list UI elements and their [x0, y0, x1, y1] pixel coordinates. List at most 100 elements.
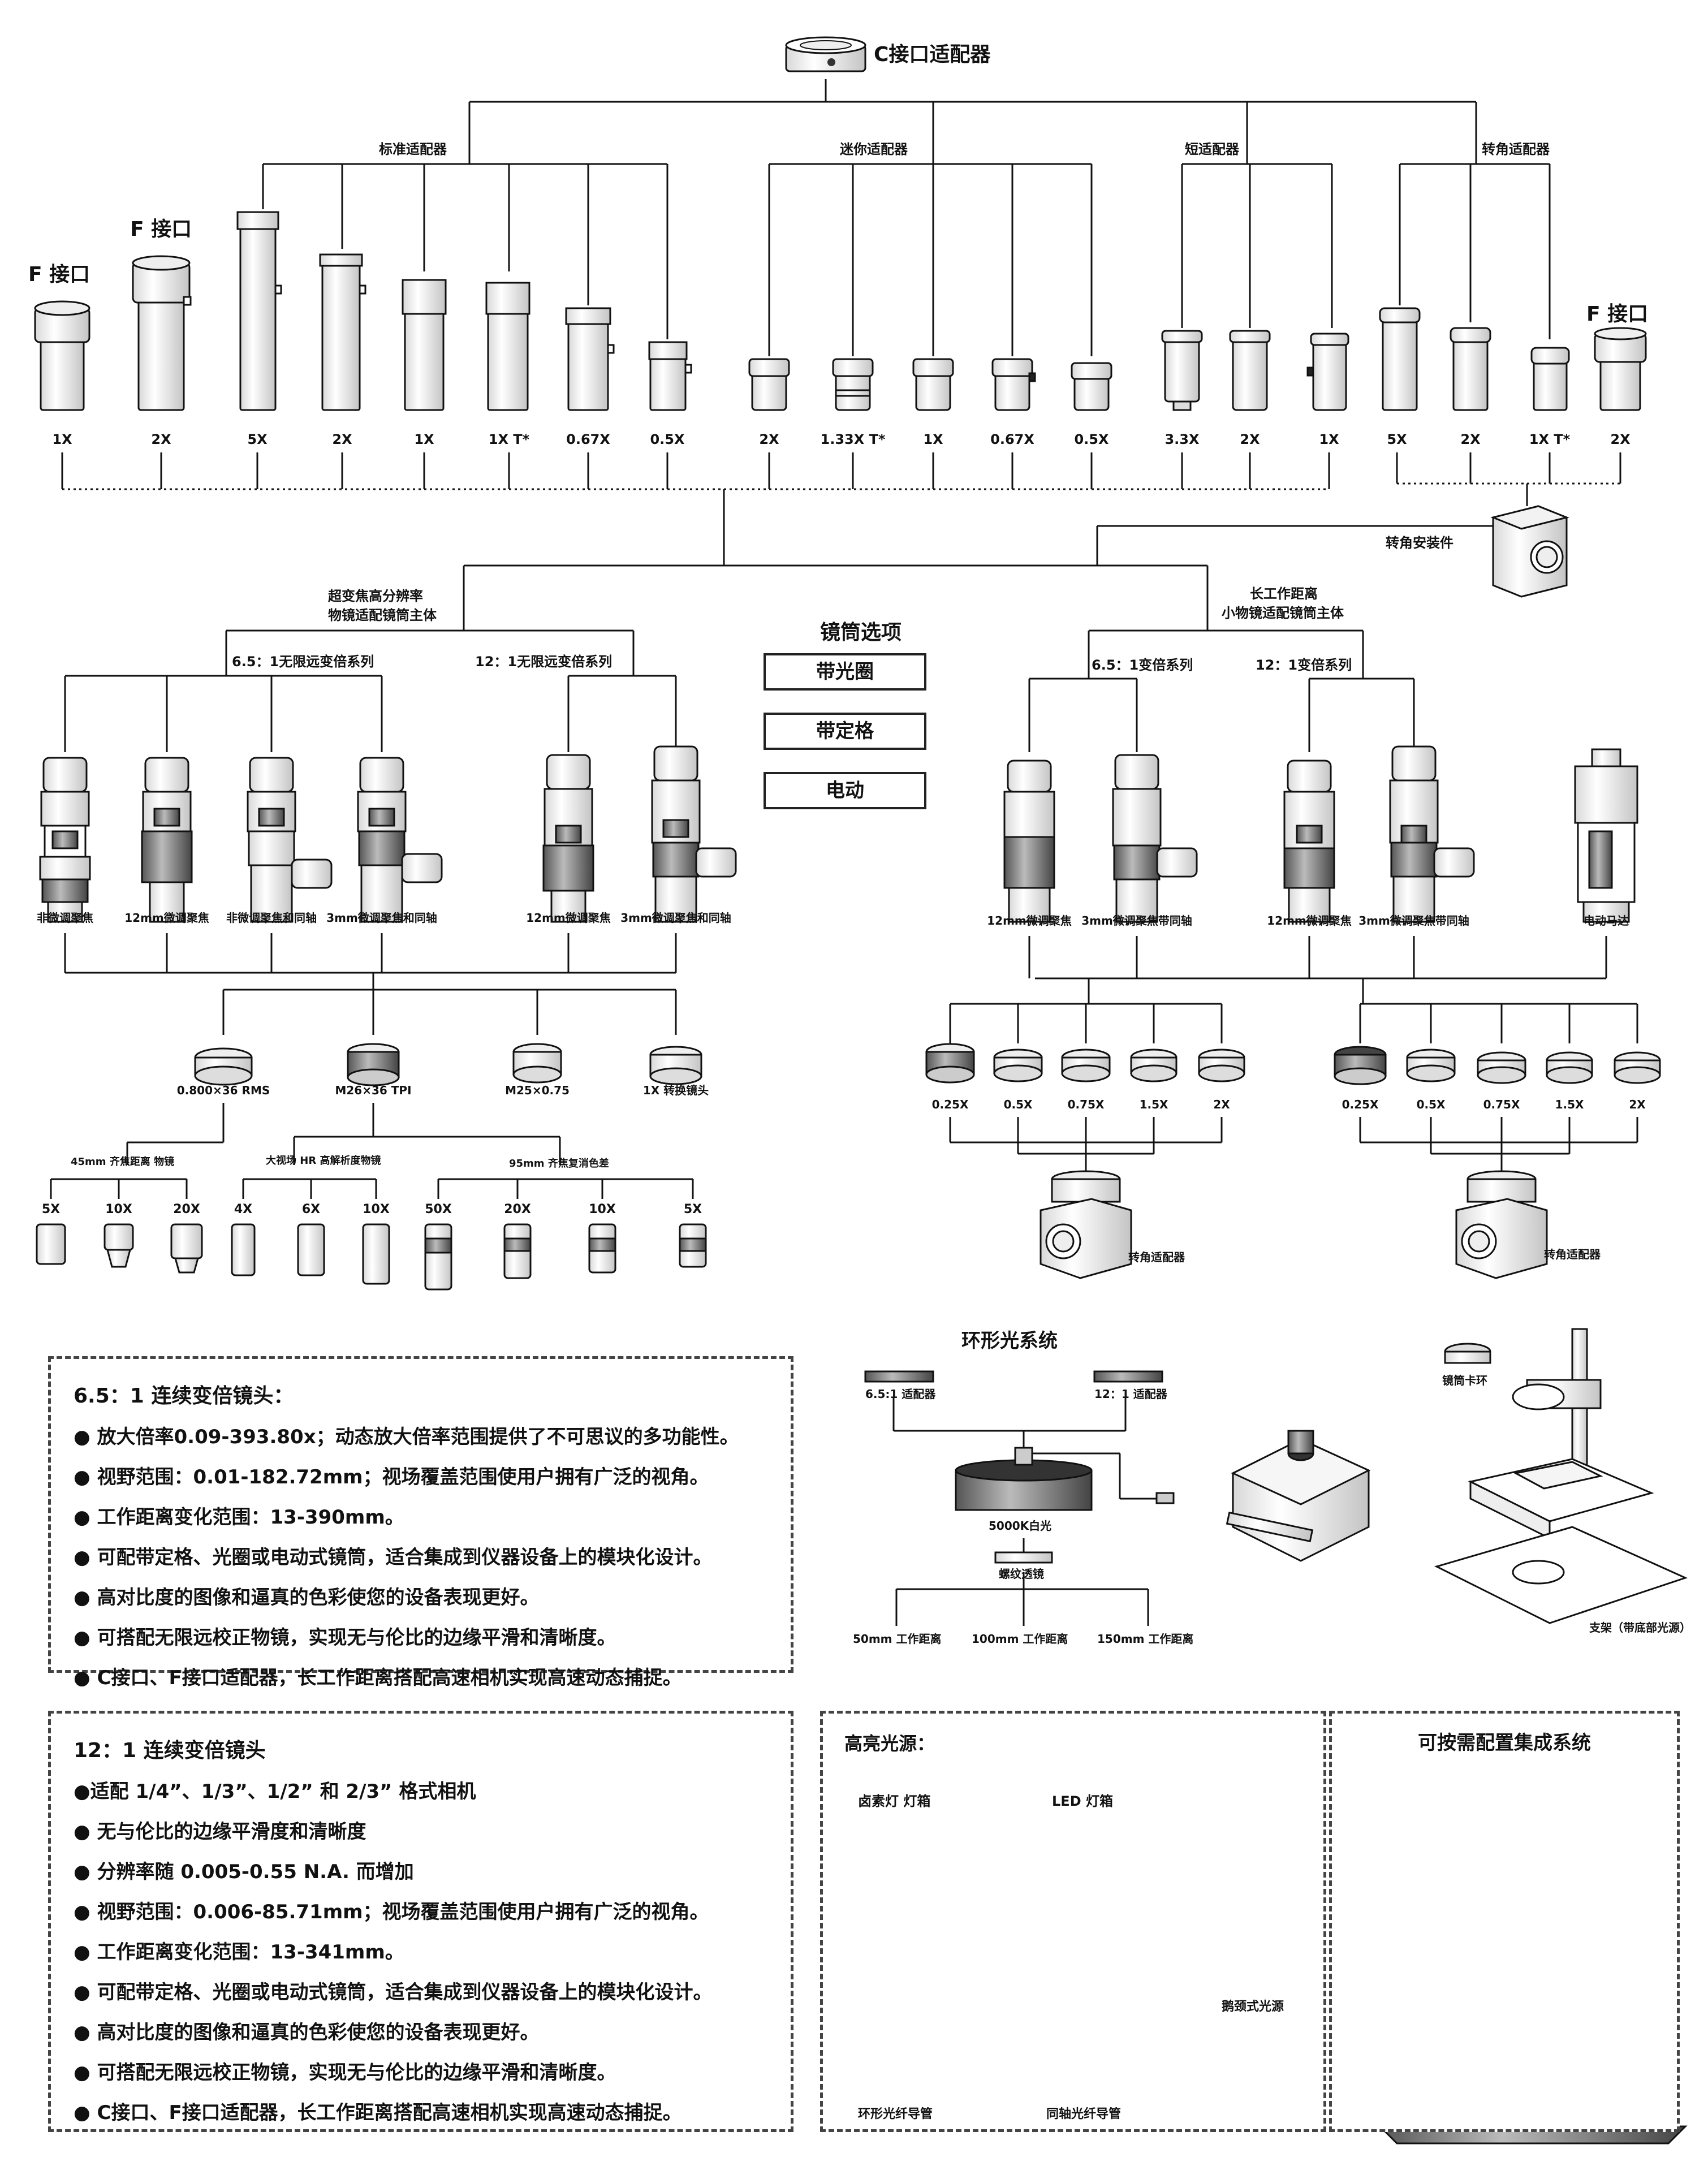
- aux-left-label: 2X: [1213, 1098, 1230, 1111]
- adapter-label: 5X: [247, 432, 268, 447]
- aux-left-label: 0.25X: [932, 1098, 969, 1111]
- angle-adapter-label-right: 转角适配器: [1544, 1248, 1601, 1261]
- adapter-label: 2X: [1240, 432, 1260, 447]
- adapter-label: 1.33X T*: [821, 432, 886, 447]
- spec-12-list: ●适配 1/4”、1/3”、1/2” 和 2/3” 格式相机 ● 无与伦比的边缘…: [74, 1776, 768, 2125]
- stand-clamp-label: 镜筒卡环: [1442, 1374, 1487, 1387]
- option-detent-button[interactable]: 带定格: [764, 713, 926, 750]
- aux-right-label: 1.5X: [1555, 1098, 1584, 1111]
- adapter-label: 1X: [923, 432, 943, 447]
- spec-65-list: ● 放大倍率0.09-393.80x；动态放大倍率范围提供了不可思议的多功能性。…: [74, 1421, 768, 1690]
- spec-item: ● 工作距离变化范围：13-390mm。: [74, 1506, 404, 1529]
- led-label: LED 灯箱: [1052, 1793, 1113, 1809]
- zoom-unit: [1574, 748, 1638, 923]
- objective-label: 20X: [504, 1202, 531, 1216]
- group-standard-label: 标准适配器: [379, 141, 447, 157]
- right-unit-label: 12mm微调聚焦: [1267, 914, 1352, 927]
- angle-adapter-images: [1040, 1170, 1548, 1279]
- zoom-unit: [1283, 760, 1335, 923]
- aux-right-label: 0.5X: [1417, 1098, 1446, 1111]
- group-short-label: 短适配器: [1185, 141, 1240, 157]
- spec-item: ● 可配带定格、光圈或电动式镜筒，适合集成到仪器设备上的模块化设计。: [74, 1981, 713, 2004]
- zoom-unit: [1112, 754, 1198, 923]
- thread-label: M26×36 TPI: [335, 1084, 411, 1097]
- spec-12-title: 12：1 连续变倍镜头: [74, 1739, 266, 1762]
- coax-fiber-label: 同轴光纤导管: [1046, 2107, 1122, 2121]
- adapter-label: 1X T*: [489, 432, 530, 447]
- adapter-label: 1X: [1319, 432, 1339, 447]
- adapter-label: 2X: [151, 432, 171, 447]
- right-body-title-1: 长工作距离: [1250, 586, 1318, 602]
- adapter-label: 2X: [1610, 432, 1631, 447]
- objective-label: 6X: [302, 1202, 320, 1216]
- zoom-unit: [1003, 760, 1055, 923]
- left-unit-label: 3mm微调聚焦和同轴: [620, 911, 731, 925]
- objective-label: 20X: [173, 1202, 200, 1216]
- ring-adapter-b: 12：1 适配器: [1094, 1387, 1168, 1401]
- adapter-label: 0.5X: [1074, 432, 1109, 447]
- ring-distance-label: 100mm 工作距离: [972, 1632, 1068, 1646]
- spec-item: ● 放大倍率0.09-393.80x；动态放大倍率范围提供了不可思议的多功能性。: [74, 1426, 739, 1448]
- ring-distance-label: 50mm 工作距离: [853, 1632, 941, 1646]
- ring-fiber-label: 环形光纤导管: [858, 2107, 933, 2121]
- spec-item: ● 视野范围：0.01-182.72mm；视场覆盖范围使用户拥有广泛的视角。: [74, 1466, 709, 1488]
- thread-label: 0.800×36 RMS: [177, 1084, 270, 1097]
- objective-images: [36, 1223, 707, 1291]
- angle-mount-image: [1490, 505, 1569, 598]
- left-body-title-2: 物镜适配镜筒主体: [328, 607, 437, 623]
- zoom-unit: [247, 757, 333, 923]
- ring-light-title: 环形光系统: [961, 1330, 1058, 1352]
- option-iris-button[interactable]: 带光圈: [764, 653, 926, 691]
- zoom-body-images: [39, 745, 1638, 923]
- objective-group-a: 45mm 齐焦距离 物镜: [71, 1155, 174, 1168]
- adapter-label: 2X: [759, 432, 779, 447]
- spec-item: ● 可配带定格、光圈或电动式镜筒，适合集成到仪器设备上的模块化设计。: [74, 1546, 713, 1569]
- right-series-a: 6.5：1变倍系列: [1092, 657, 1193, 673]
- objective-label: 10X: [589, 1202, 616, 1216]
- adapter-label: 2X: [1460, 432, 1481, 447]
- objective-group-b: 大视场 HR 高解析度物镜: [266, 1154, 381, 1167]
- stand-label: 支架（带底部光源）: [1589, 1621, 1691, 1634]
- stand-image: [1434, 1328, 1688, 1624]
- right-unit-label: 3mm微调聚焦带同轴: [1358, 914, 1469, 927]
- objective-group-c: 95mm 齐焦复消色差: [509, 1157, 609, 1170]
- adapter-label: 0.5X: [650, 432, 685, 447]
- aux-right-label: 0.75X: [1483, 1098, 1520, 1111]
- light-sources-box: 高亮光源： 卤素灯 灯箱 LED 灯箱 鹅颈式光源 环形光纤导管 同轴光纤导管: [820, 1711, 1326, 2132]
- right-body-title-2: 小物镜适配镜筒主体: [1222, 605, 1344, 621]
- spec-item: ● C接口、F接口适配器，长工作距离搭配高速相机实现高速动态捕捉。: [74, 1667, 682, 1689]
- adapter-labels: 1X 2X 5X 2X 1X 1X T* 0.67X 0.5X 2X 1.33X…: [52, 432, 1631, 447]
- adapter-label: 5X: [1387, 432, 1407, 447]
- objective-label: 4X: [234, 1202, 252, 1216]
- objective-label: 5X: [684, 1202, 702, 1216]
- left-series-a: 6.5：1无限远变倍系列: [232, 654, 374, 670]
- zoom-unit: [141, 757, 193, 923]
- gooseneck-label: 鹅颈式光源: [1222, 2000, 1284, 2014]
- spec-item: ● 视野范围：0.006-85.71mm；视场覆盖范围使用户拥有广泛的视角。: [74, 1901, 709, 1923]
- angle-adapter-label-left: 转角适配器: [1128, 1250, 1185, 1264]
- adapter-label: 0.67X: [566, 432, 610, 447]
- adapter-label: 2X: [332, 432, 352, 447]
- adapter-label: 1X: [414, 432, 434, 447]
- zoom-unit: [651, 745, 737, 923]
- f-mount-label-2: F 接口: [130, 218, 192, 241]
- spec-item: ● 工作距离变化范围：13-341mm。: [74, 1941, 404, 1964]
- aux-left-label: 0.5X: [1004, 1098, 1033, 1111]
- integrated-title: 可按需配置集成系统: [1418, 1732, 1591, 1754]
- right-unit-label: 电动马达: [1584, 914, 1629, 927]
- right-series-b: 12：1变倍系列: [1256, 657, 1352, 673]
- right-unit-label: 3mm微调聚焦带同轴: [1081, 914, 1192, 927]
- aux-left-label: 1.5X: [1140, 1098, 1168, 1111]
- tube-options-title: 镜筒选项: [820, 621, 902, 644]
- aux-right-label: 2X: [1629, 1098, 1646, 1111]
- thread-label: 1X 转换镜头: [643, 1084, 709, 1097]
- aux-lens-images: [925, 1043, 1661, 1085]
- option-motorized-button[interactable]: 电动: [764, 772, 926, 809]
- left-unit-label: 非微调聚焦: [37, 911, 93, 925]
- spec-65-box: 6.5：1 连续变倍镜头： ● 放大倍率0.09-393.80x；动态放大倍率范…: [48, 1356, 793, 1689]
- light-sources-title: 高亮光源：: [844, 1733, 935, 1754]
- ring-light-images: [864, 1370, 1371, 1564]
- ring-white-label: 5000K白光: [989, 1519, 1051, 1533]
- spec-item: ● 可搭配无限远校正物镜，实现无与伦比的边缘平滑和清晰度。: [74, 1626, 616, 1649]
- left-unit-label: 12mm微调聚焦: [124, 911, 209, 925]
